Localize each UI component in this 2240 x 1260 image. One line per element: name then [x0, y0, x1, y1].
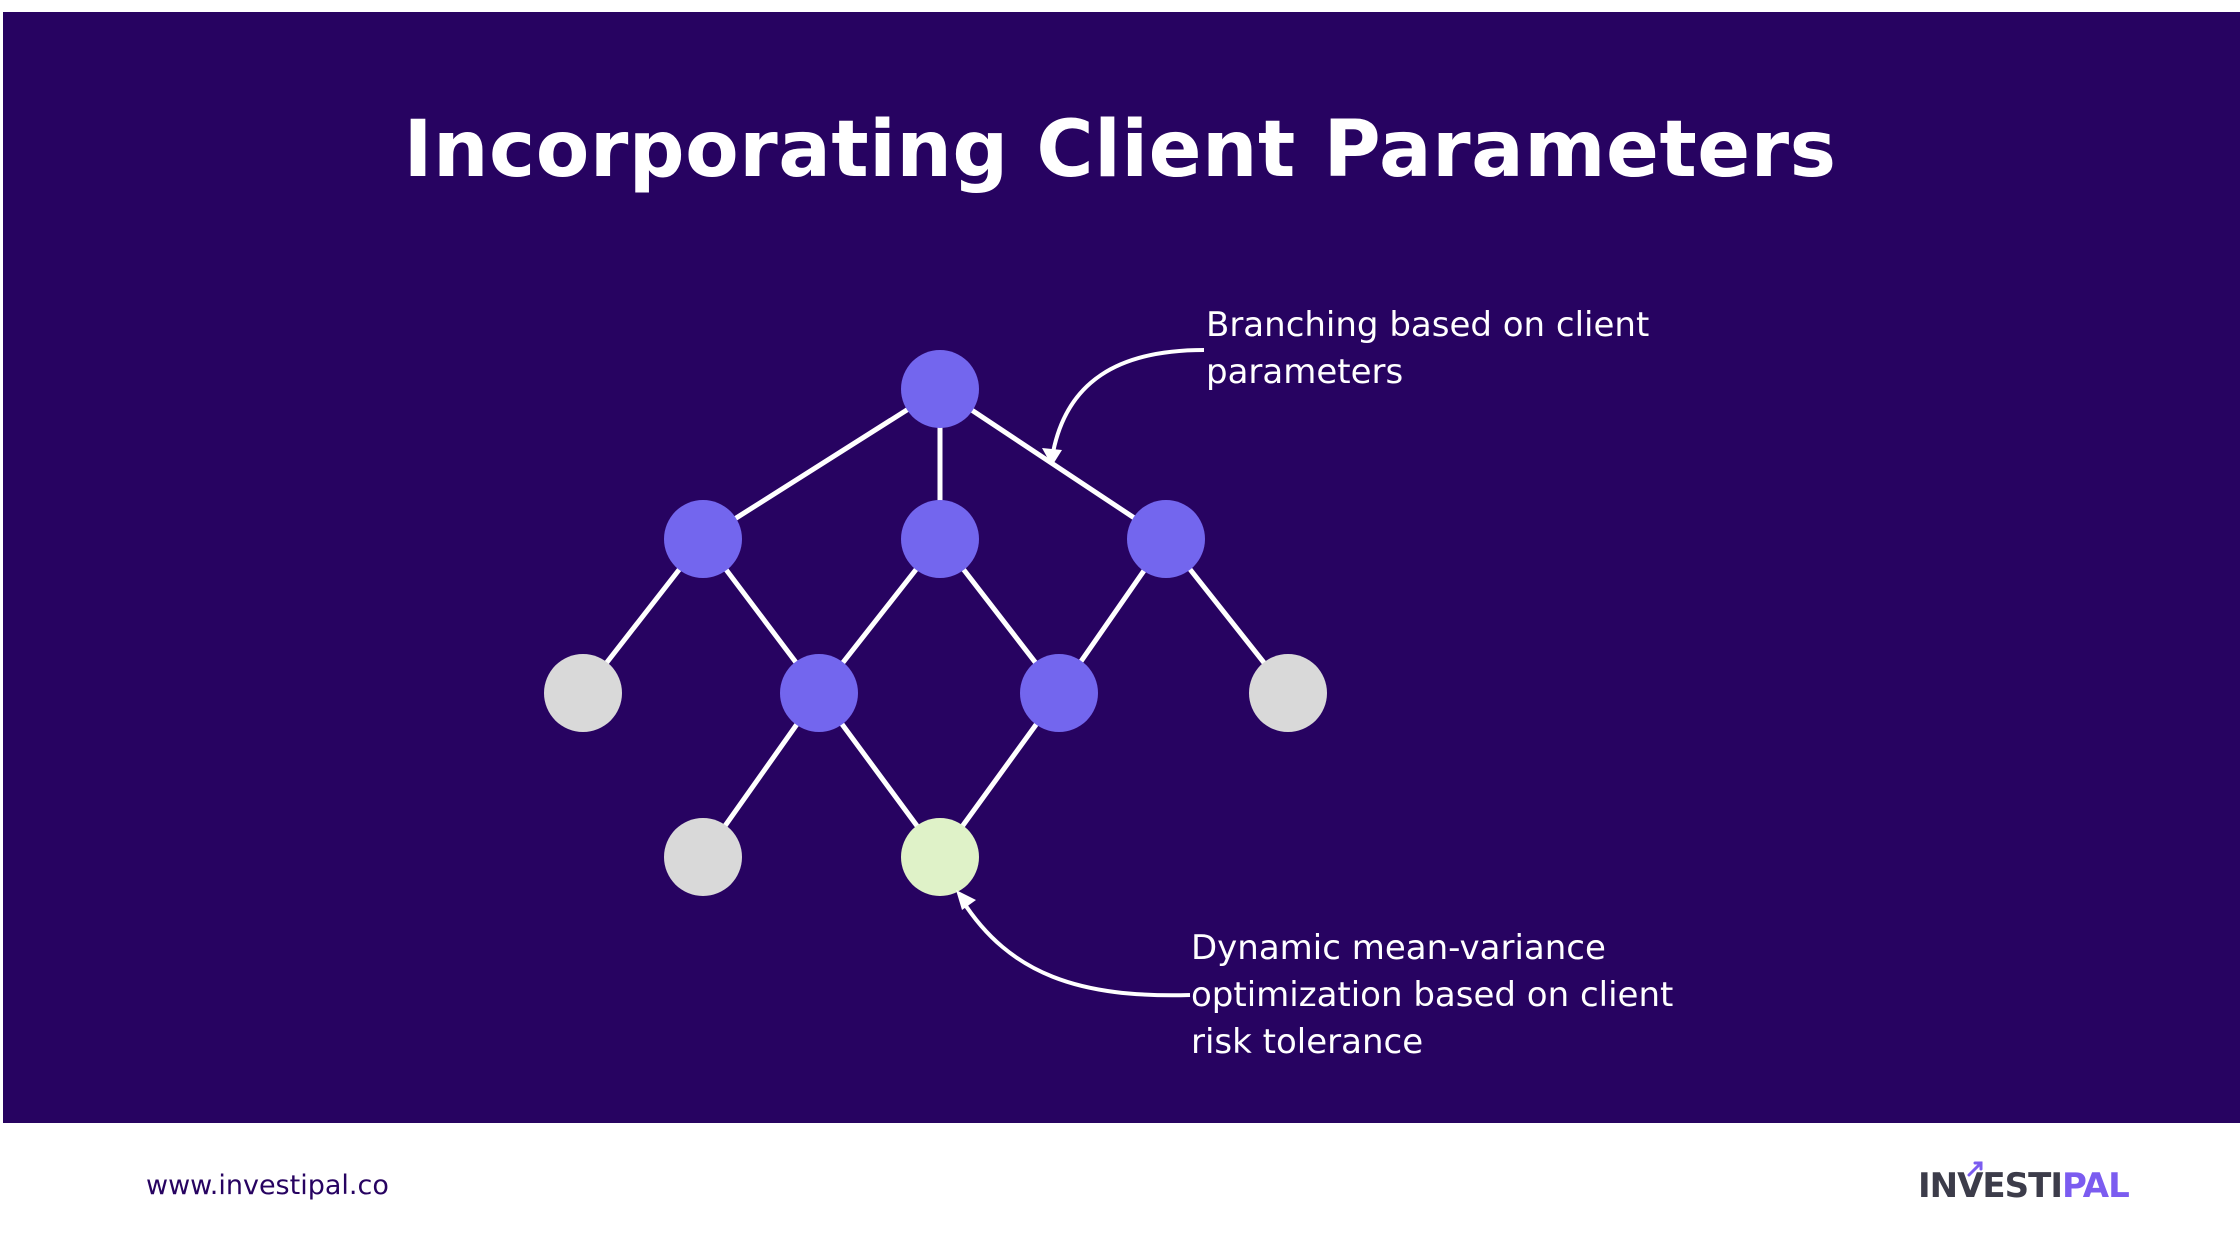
arrowhead-top: [1042, 448, 1062, 466]
logo-text-accent: PAL: [2061, 1166, 2130, 1206]
node-level3-highlight: [901, 818, 979, 896]
node-level1-middle: [901, 500, 979, 578]
node-level3-leaf: [664, 818, 742, 896]
callout-arrow-top: [1050, 348, 1205, 459]
callout-arrow-bottom: [960, 898, 1191, 998]
diagram-nodes: [544, 350, 1327, 896]
edge-root-left: [700, 386, 943, 542]
logo-spark-icon: [1967, 1161, 1983, 1177]
node-level1-left: [664, 500, 742, 578]
slide-background: [3, 12, 2240, 1123]
footer-website-link[interactable]: www.investipal.co: [146, 1170, 389, 1201]
node-level2-leaf-left: [544, 654, 622, 732]
callout-optimization-text: Dynamic mean-variance optimization based…: [1191, 928, 1674, 1062]
investipal-logo: INVESTIPAL: [1918, 1161, 2130, 1208]
slide-title: Incorporating Client Parameters: [403, 105, 1837, 195]
node-level2-inner-right: [1020, 654, 1098, 732]
node-level2-inner-left: [780, 654, 858, 732]
logo-text-dark: INVESTI: [1918, 1166, 2063, 1206]
diagram-edges: [580, 386, 1291, 860]
node-level1-right: [1127, 500, 1205, 578]
callout-branching-text: Branching based on client parameters: [1206, 305, 1650, 392]
node-root: [901, 350, 979, 428]
arrowhead-bottom: [956, 890, 976, 910]
node-level2-leaf-right: [1249, 654, 1327, 732]
